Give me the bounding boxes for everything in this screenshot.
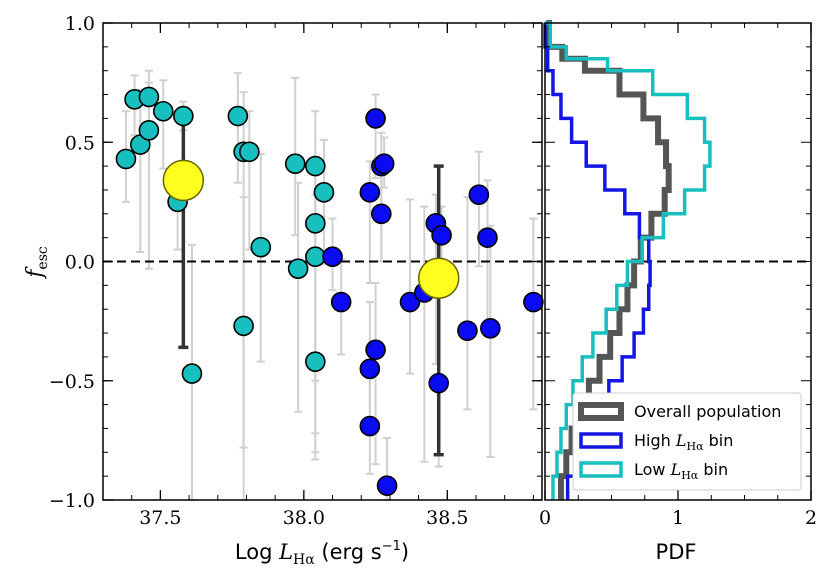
data-point	[181, 363, 203, 384]
data-point	[305, 155, 326, 177]
scatter-axes-frame	[102, 22, 543, 501]
data-point	[305, 351, 326, 372]
pdf-x-tick-label: 1	[672, 507, 684, 529]
x-axis-label: Log LHα (erg s−1)	[235, 539, 409, 568]
mean-marker	[417, 257, 460, 299]
data-point	[523, 291, 544, 313]
legend-box	[572, 392, 802, 491]
legend-label: Low LHα bin	[634, 460, 728, 482]
data-point	[284, 153, 306, 175]
scatter-panel: 37.5 38.0 38.5 −1.0 −0.5 0.0 0.5 1.0 Log LHα (e…	[23, 13, 544, 568]
data-point	[359, 415, 381, 437]
axis-ticks	[103, 22, 542, 501]
x-tick-label: 38.5	[426, 507, 468, 529]
y-tick-label: 0.0	[65, 252, 95, 274]
y-axis-label: fesc	[23, 246, 51, 280]
data-point	[359, 182, 381, 203]
data-point	[152, 100, 174, 122]
data-point	[371, 203, 392, 225]
error-bars	[121, 69, 538, 501]
legend-label: Overall population	[634, 402, 781, 421]
data-point	[359, 358, 381, 380]
data-point	[376, 475, 398, 496]
legend-label: High LHα bin	[634, 431, 733, 453]
data-point	[313, 182, 335, 203]
y-tick-label: 1.0	[65, 13, 95, 35]
x-tick-label: 37.5	[139, 507, 181, 529]
y-tick-label: −1.0	[49, 490, 95, 512]
y-tick-label: −0.5	[49, 371, 95, 393]
pdf-tick-labels: 0 1 2	[539, 507, 817, 529]
data-point	[480, 317, 501, 339]
data-point	[239, 141, 260, 163]
tick-labels: 37.5 38.0 38.5 −1.0 −0.5 0.0 0.5 1.0	[49, 13, 469, 529]
data-point	[468, 184, 490, 206]
pdf-x-tick-label: 2	[805, 507, 817, 529]
low-bin-line	[545, 21, 712, 500]
data-point	[227, 105, 249, 127]
data-point	[115, 148, 137, 170]
x-tick-label: 38.0	[283, 507, 325, 529]
data-point	[431, 224, 452, 246]
data-points	[115, 86, 544, 496]
pdf-axes-frame	[544, 22, 812, 501]
data-point	[373, 153, 395, 175]
mean-marker	[162, 159, 205, 202]
y-tick-label: 0.5	[65, 132, 95, 154]
data-point	[138, 120, 160, 141]
legend-swatch	[579, 461, 623, 478]
data-point	[250, 236, 272, 258]
legend-swatch	[578, 402, 624, 421]
data-point	[477, 227, 498, 248]
data-point	[138, 86, 160, 108]
data-point	[173, 105, 194, 127]
data-point	[365, 108, 386, 129]
pdf-x-tick-label: 0	[539, 507, 551, 529]
data-point	[305, 246, 326, 268]
data-point	[330, 291, 352, 313]
legend-swatch	[579, 432, 623, 449]
data-point	[365, 339, 386, 361]
data-point	[287, 258, 309, 279]
data-point	[457, 320, 478, 341]
data-point	[305, 213, 326, 234]
data-point	[399, 291, 421, 313]
pdf-x-axis-label: PDF	[656, 540, 697, 564]
data-point	[233, 315, 254, 337]
data-point	[428, 372, 450, 394]
data-point	[322, 246, 343, 268]
